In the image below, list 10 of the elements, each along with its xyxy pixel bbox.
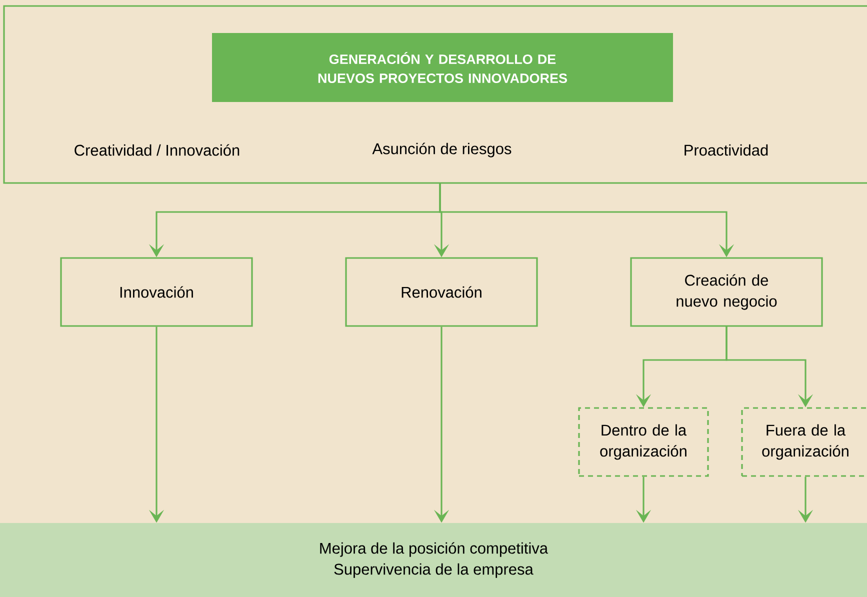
- outcome-band: Mejora de la posición competitiva Supervivencia de la empresa: [0, 523, 867, 597]
- header-box: GENERACIÓN Y DESARROLLO DE NUEVOS PROYECTOS INNOVADORES: [212, 33, 673, 102]
- option-box: Fuera de la organización: [741, 407, 867, 477]
- attribute-label: Proactividad: [684, 144, 768, 156]
- option-box: Dentro de la organización: [578, 407, 709, 477]
- process-box: Creación de nuevo negocio: [630, 257, 823, 327]
- attribute-label: Creatividad / Innovación: [74, 144, 240, 156]
- attribute-label: Asunción de riesgos: [372, 142, 512, 158]
- process-box: Renovación: [345, 257, 538, 327]
- process-box: Innovación: [60, 257, 253, 327]
